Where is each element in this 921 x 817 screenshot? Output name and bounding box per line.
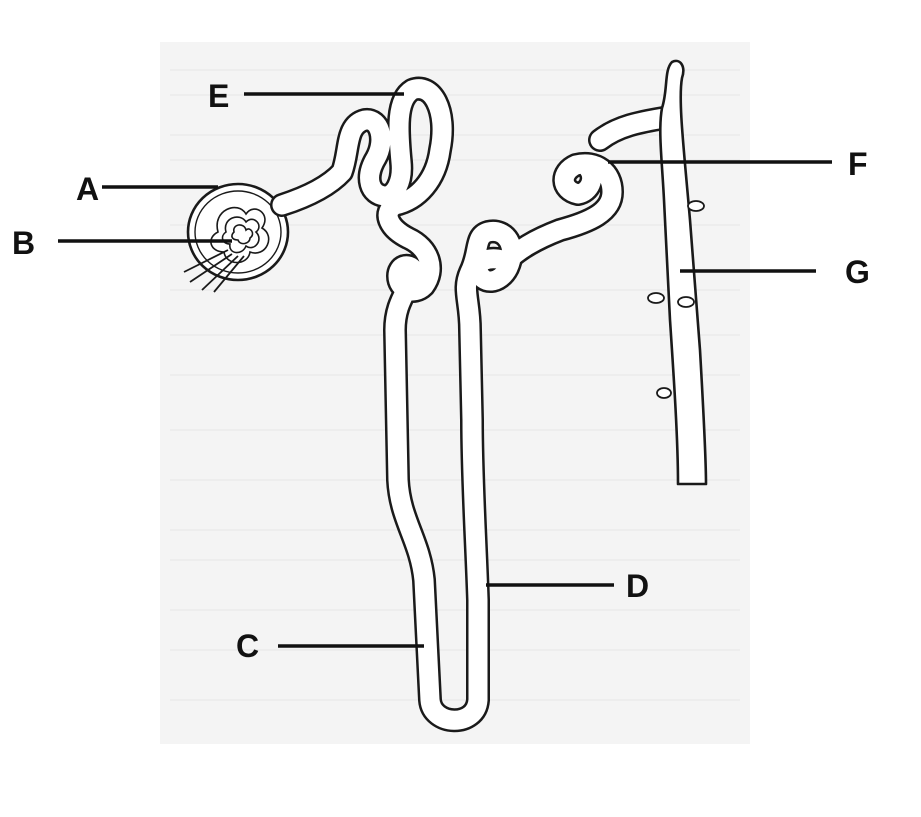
bowmans-capsule — [183, 182, 290, 293]
label-d: D — [626, 568, 649, 604]
structure-labels: A B C D E F G — [12, 78, 870, 664]
label-f: F — [848, 146, 868, 182]
label-e: E — [208, 78, 229, 114]
renal-tubule — [270, 76, 676, 733]
label-b: B — [12, 225, 35, 261]
duct-junctions — [647, 200, 705, 399]
paper-background — [160, 42, 750, 744]
glomerulus — [210, 206, 270, 264]
leader-lines — [58, 92, 832, 648]
label-c: C — [236, 628, 259, 664]
label-a: A — [76, 171, 99, 207]
label-g: G — [845, 254, 870, 290]
arterioles — [183, 249, 245, 293]
paper-text-lines — [170, 69, 740, 701]
